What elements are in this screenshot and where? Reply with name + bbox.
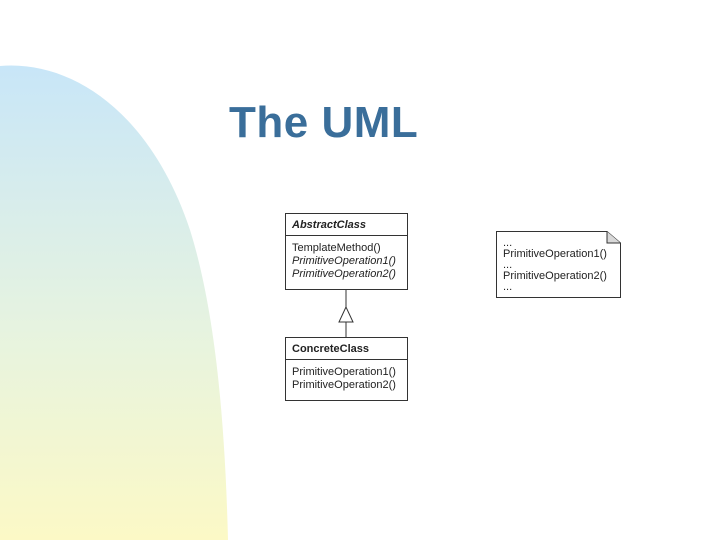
abstract-class-operations: TemplateMethod() PrimitiveOperation1() P… [286,236,407,285]
slide-title: The UML [229,98,419,147]
note-line: ... [503,237,513,249]
concrete-class-operations: PrimitiveOperation1() PrimitiveOperation… [286,360,407,396]
concrete-class-box: ConcreteClass PrimitiveOperation1() Prim… [285,337,408,401]
note-line: PrimitiveOperation2() [503,270,607,282]
note-line: ... [503,281,513,293]
uml-note: ... PrimitiveOperation1() ... PrimitiveO… [496,231,621,298]
abstract-class-box: AbstractClass TemplateMethod() Primitive… [285,213,408,290]
note-line: ... [503,259,513,271]
note-text: ... PrimitiveOperation1() ... PrimitiveO… [503,238,607,293]
operation-primitive-2: PrimitiveOperation2() [292,379,396,391]
concrete-class-name: ConcreteClass [286,338,407,360]
operation-primitive-1: PrimitiveOperation1() [292,255,396,267]
operation-template-method: TemplateMethod() [292,242,381,254]
operation-primitive-2: PrimitiveOperation2() [292,268,396,280]
note-shape [496,231,621,298]
note-line: PrimitiveOperation1() [503,248,607,260]
abstract-class-name: AbstractClass [286,214,407,236]
operation-primitive-1: PrimitiveOperation1() [292,366,396,378]
